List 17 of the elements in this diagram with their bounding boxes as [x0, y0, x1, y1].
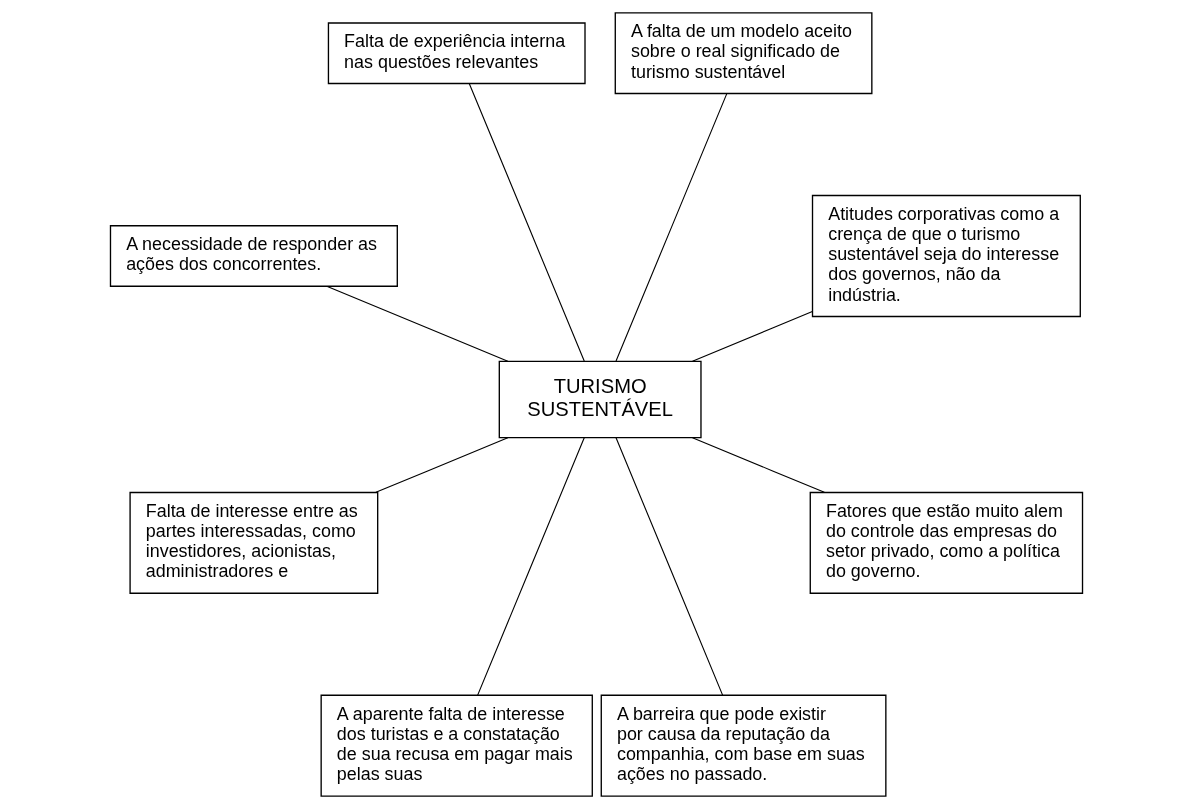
- connector: [326, 285, 508, 362]
- node-box: A barreira que pode existir por causa da reputação da companhia, com base em suas ações no passado.: [600, 694, 886, 797]
- connector: [615, 93, 727, 362]
- connector: [374, 437, 508, 493]
- connector: [476, 437, 585, 696]
- node-box: Atitudes corporativas como a crença de que o turismo sustentável seja do interesse dos governos, não da indústria.: [811, 194, 1081, 318]
- node-box: A falta de um modelo aceito sobre o real significado de turismo sustentável: [614, 12, 872, 95]
- node-box: A necessidade de responder as ações dos concorrentes.: [109, 225, 398, 287]
- node-box: Falta de interesse entre as partes interessadas, como investidores, acionistas, administradores e: [128, 491, 378, 594]
- node-box: A aparente falta de interesse dos turistas e a constatação de sua recusa em pagar mais pelas suas: [320, 694, 593, 797]
- node-box: TURISMO SUSTENTÁVEL: [498, 360, 702, 439]
- connector: [615, 437, 723, 696]
- connector: [691, 311, 813, 362]
- connector: [468, 83, 585, 362]
- node-box: Fatores que estão muito alem do controle das empresas do setor privado, como a política do governo.: [809, 491, 1083, 594]
- connector: [691, 437, 825, 493]
- node-box: Falta de experiência interna nas questões relevantes: [327, 22, 586, 85]
